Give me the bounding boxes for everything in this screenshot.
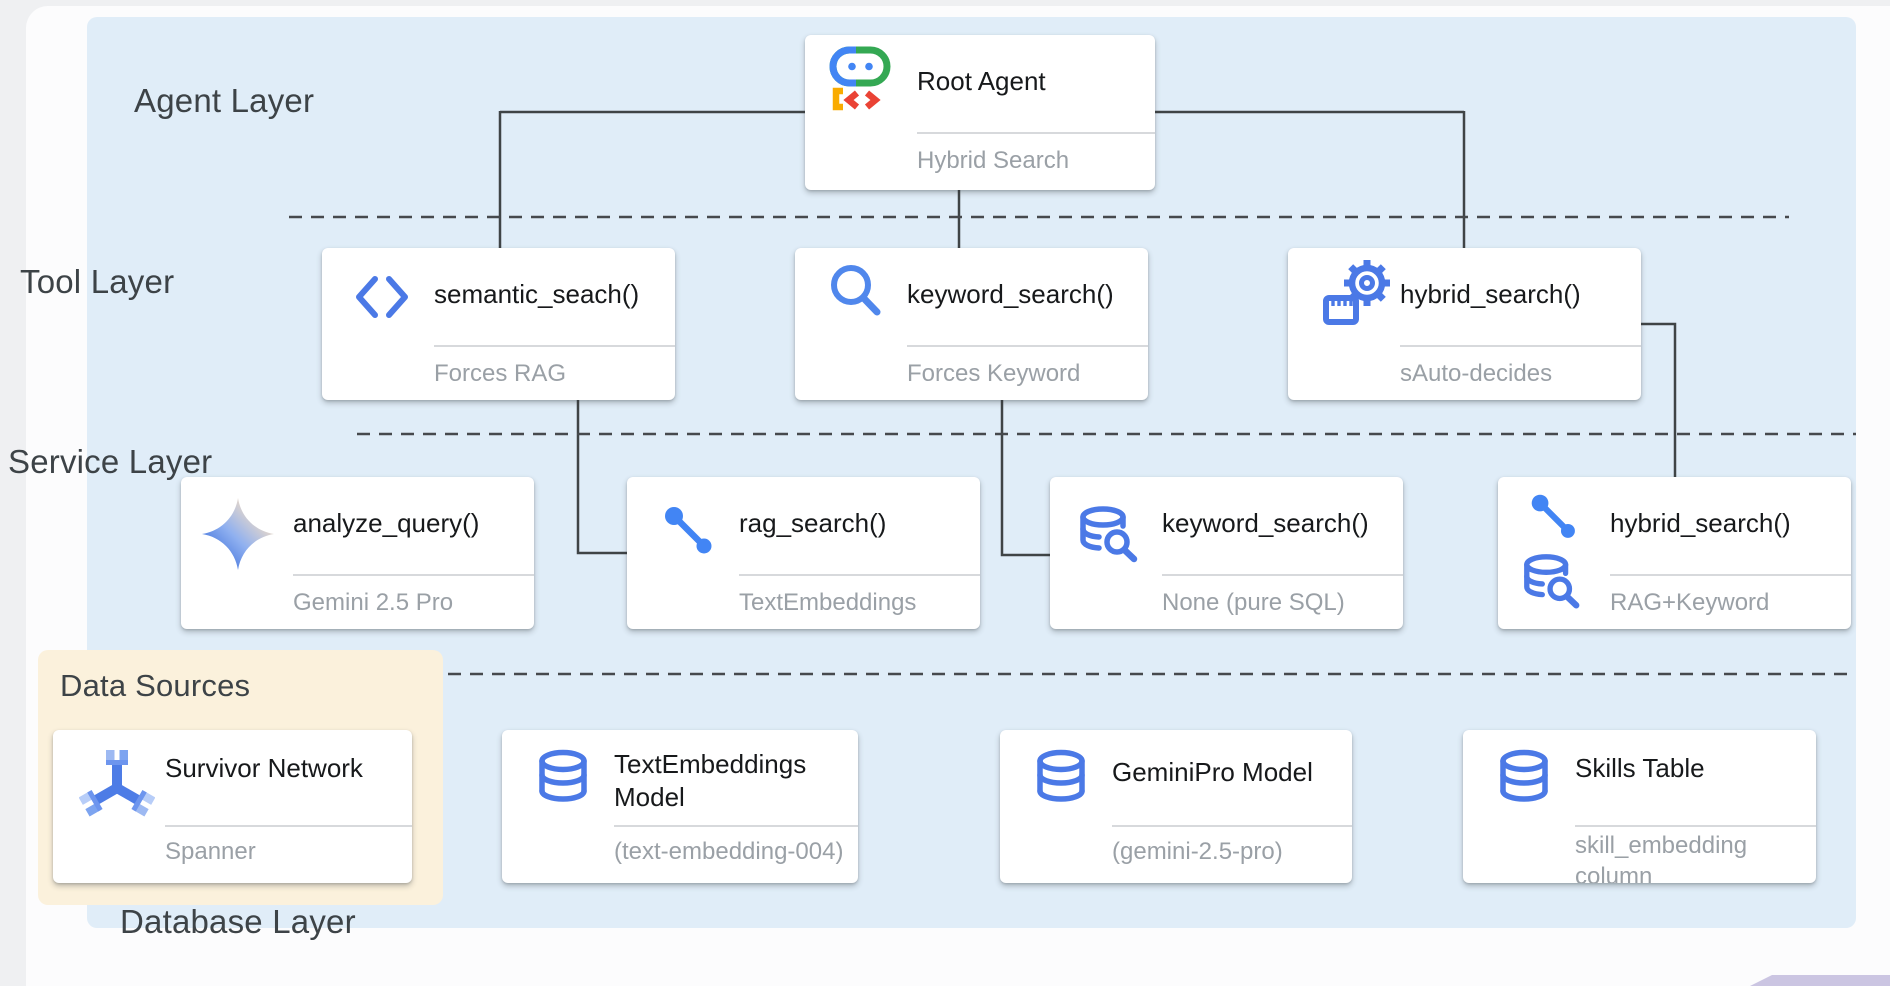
card-title: GeminiPro Model xyxy=(1112,757,1313,787)
adk-robot-icon xyxy=(827,45,893,111)
database-icon xyxy=(1495,748,1553,811)
card-title: keyword_search() xyxy=(907,279,1114,309)
card-subtitle: (gemini-2.5-pro) xyxy=(1112,838,1283,865)
card-hybrid-search-tool: hybrid_search() sAuto-decides xyxy=(1288,248,1641,400)
card-title: Root Agent xyxy=(917,66,1046,96)
card-keyword-search-tool: keyword_search() Forces Keyword xyxy=(795,248,1148,400)
card-survivor-network: Survivor Network Spanner xyxy=(53,730,412,883)
card-subtitle: Gemini 2.5 Pro xyxy=(293,589,454,616)
card-title: semantic_seach() xyxy=(434,279,640,309)
card-rag-search-service: rag_search() TextEmbeddings xyxy=(627,477,980,629)
card-subtitle: (text-embedding-004) xyxy=(614,838,844,865)
card-divider xyxy=(1610,574,1851,576)
card-title: rag_search() xyxy=(739,508,887,538)
card-hybrid-search-service: hybrid_search() RAG+Keyword xyxy=(1498,477,1851,629)
card-divider xyxy=(614,825,858,827)
tool-layer-label: Tool Layer xyxy=(20,263,175,300)
card-subtitle: Hybrid Search xyxy=(917,147,1070,174)
card-semantic-search-tool: semantic_seach() Forces RAG xyxy=(322,248,675,400)
card-title: hybrid_search() xyxy=(1610,508,1791,538)
card-subtitle: TextEmbeddings xyxy=(739,589,917,616)
gemini-star-icon xyxy=(199,495,277,578)
gear-icon xyxy=(1320,256,1396,337)
card-divider xyxy=(434,345,675,347)
card-title: analyze_query() xyxy=(293,508,480,538)
database-icon xyxy=(534,748,592,811)
card-divider xyxy=(1162,574,1403,576)
data-sources-label: Data Sources xyxy=(60,668,251,703)
database-layer-label: Database Layer xyxy=(120,903,356,940)
card-divider xyxy=(1400,345,1641,347)
magnifier-icon xyxy=(825,260,887,327)
card-title: Survivor Network xyxy=(165,753,363,783)
corner-decoration xyxy=(1750,975,1890,986)
card-keyword-search-service: keyword_search() None (pure SQL) xyxy=(1050,477,1403,629)
database-search-icon xyxy=(1076,503,1142,574)
service-layer-label: Service Layer xyxy=(8,443,213,480)
card-title: TextEmbeddings Model xyxy=(614,749,807,812)
card-title: keyword_search() xyxy=(1162,508,1369,538)
card-divider xyxy=(1112,825,1352,827)
card-subtitle: Forces Keyword xyxy=(907,360,1081,387)
card-title: Skills Table xyxy=(1575,753,1705,783)
card-divider xyxy=(165,825,412,827)
agent-layer-label: Agent Layer xyxy=(134,82,315,119)
card-subtitle: skill_embedding column xyxy=(1575,832,1748,883)
card-divider xyxy=(1575,825,1816,827)
card-geminipro-model: GeminiPro Model (gemini-2.5-pro) xyxy=(1000,730,1352,883)
card-subtitle: Spanner xyxy=(165,838,256,865)
line-endpoints-icon xyxy=(1528,491,1580,548)
card-subtitle: Forces RAG xyxy=(434,360,567,387)
card-textembeddings-model: TextEmbeddings Model (text-embedding-004… xyxy=(502,730,858,883)
card-title: hybrid_search() xyxy=(1400,279,1581,309)
card-subtitle: None (pure SQL) xyxy=(1162,589,1345,616)
card-root-agent: Root Agent Hybrid Search xyxy=(805,35,1155,190)
card-skills-table: Skills Table skill_embedding column xyxy=(1463,730,1816,883)
card-subtitle: sAuto-decides xyxy=(1400,360,1553,387)
card-divider xyxy=(739,574,980,576)
card-subtitle: RAG+Keyword xyxy=(1610,589,1770,616)
card-divider xyxy=(917,132,1155,134)
card-divider xyxy=(293,574,534,576)
database-search-icon xyxy=(1520,551,1584,620)
card-divider xyxy=(907,345,1148,347)
line-endpoints-icon xyxy=(661,503,717,564)
code-icon xyxy=(352,270,412,331)
card-analyze-query-service: analyze_query() Gemini 2.5 Pro xyxy=(181,477,534,629)
database-icon xyxy=(1032,748,1090,811)
spanner-icon xyxy=(78,746,156,827)
